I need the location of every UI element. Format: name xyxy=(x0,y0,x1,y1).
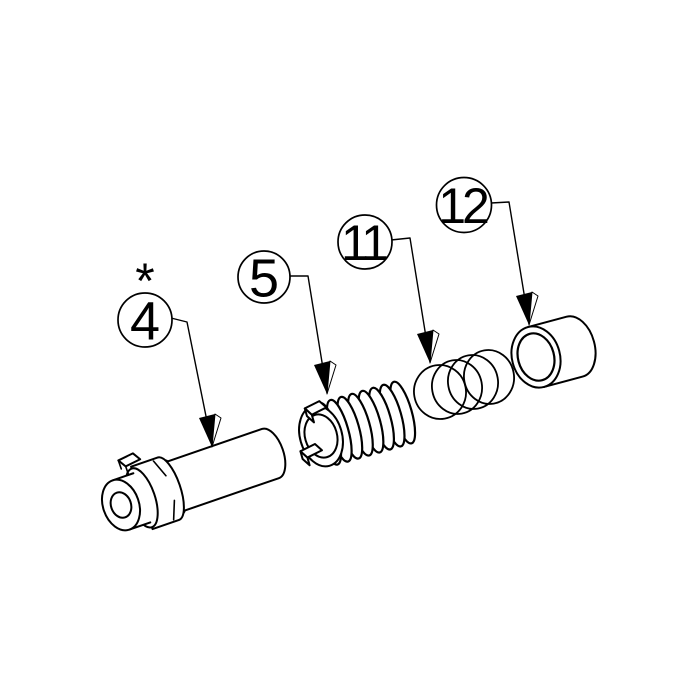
spring-loop xyxy=(431,359,483,415)
callout-12[interactable]: 12 xyxy=(435,176,493,235)
bushing-bore xyxy=(516,332,556,382)
callout-5-circle[interactable] xyxy=(237,250,291,304)
callout-11-label: 11 xyxy=(341,215,387,271)
arrowhead-12 xyxy=(516,292,532,325)
tube-body xyxy=(164,427,287,513)
callout-11[interactable]: 11 xyxy=(337,214,393,271)
callout-5[interactable]: 5 xyxy=(237,248,291,308)
arrowhead-12-edge xyxy=(528,291,539,326)
nut-facet-lines xyxy=(152,460,176,521)
collar-tab-edges xyxy=(117,459,130,475)
part-11-spring-drawing xyxy=(413,349,515,420)
spring-loop xyxy=(413,364,467,420)
collar-tab-top xyxy=(117,452,142,468)
insert-opening xyxy=(303,413,339,459)
callout-11-circle[interactable] xyxy=(337,214,393,270)
spring-loop xyxy=(447,354,499,410)
callout-4-circle[interactable] xyxy=(117,292,173,348)
arrowhead-4 xyxy=(199,414,215,447)
part-12-bushing-drawing xyxy=(510,315,597,389)
part-5-threaded-insert-drawing xyxy=(298,380,417,468)
callout-4-label: 4 xyxy=(130,291,160,351)
callout-12-circle[interactable] xyxy=(435,176,493,234)
leader-11 xyxy=(390,237,440,364)
callout-4[interactable]: 4 xyxy=(117,291,173,351)
leader-5 xyxy=(289,275,337,395)
tip-end-face xyxy=(100,478,142,532)
arrowhead-5 xyxy=(314,361,330,394)
part-4-barrel-drawing xyxy=(100,427,287,532)
arrowhead-11-edge xyxy=(429,329,440,364)
callout-12-label: 12 xyxy=(438,178,488,234)
top-lug-side xyxy=(303,407,315,424)
leader-line-5 xyxy=(289,275,328,394)
leader-12 xyxy=(490,201,539,326)
tip-bore xyxy=(109,491,133,519)
arrowhead-4-edge xyxy=(211,413,222,448)
leader-line-12 xyxy=(490,201,530,325)
asterisk-note: * xyxy=(135,253,154,309)
leader-line-4 xyxy=(170,317,213,447)
arrowhead-5-edge xyxy=(326,360,337,395)
leader-4 xyxy=(170,317,222,448)
leader-line-11 xyxy=(390,237,431,363)
bottom-lug-side xyxy=(299,450,311,467)
callout-5-label: 5 xyxy=(249,248,279,308)
arrowhead-11 xyxy=(417,330,433,363)
